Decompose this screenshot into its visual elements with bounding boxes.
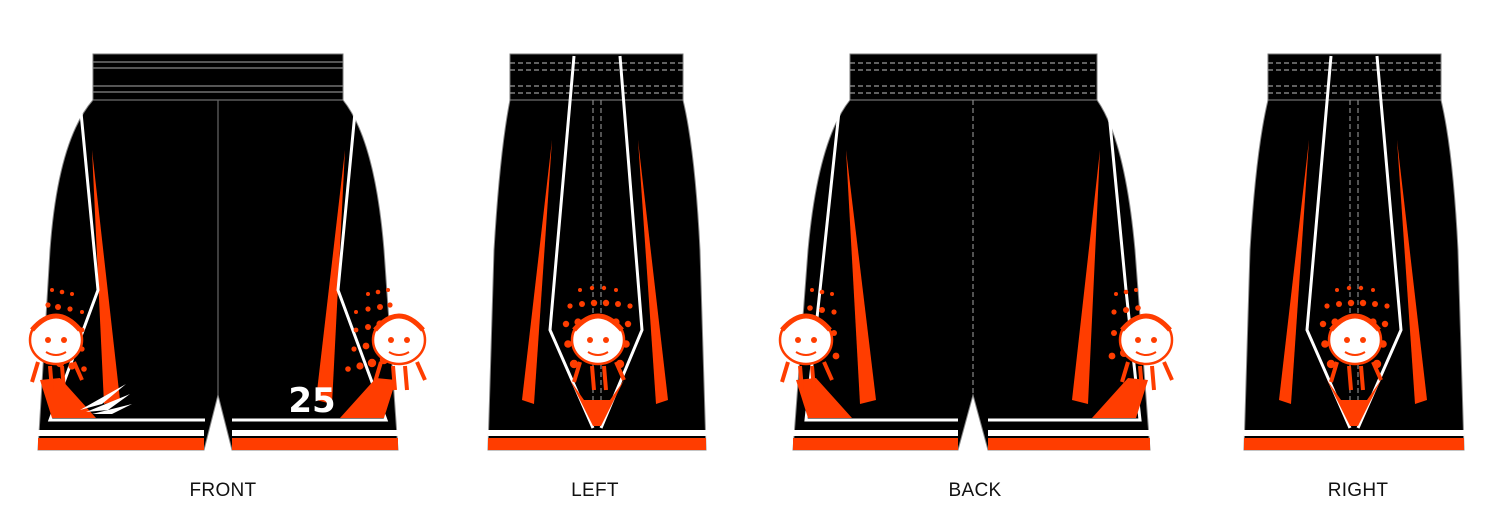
- view-label-left: LEFT: [571, 480, 619, 501]
- shorts-view-front: 25: [0, 0, 450, 470]
- mascot-icon: [371, 313, 427, 391]
- shorts-view-back: [760, 0, 1180, 470]
- hem-stripe: [38, 438, 204, 450]
- shorts-view-right: [1225, 0, 1475, 470]
- hem-stripe: [232, 438, 398, 450]
- mascot-icon: [1327, 313, 1383, 391]
- shorts-left-graphic: [487, 53, 707, 451]
- mascot-icon: [570, 313, 626, 391]
- mascot-icon: [778, 313, 834, 391]
- brand-logo-icon: [80, 384, 132, 414]
- mascot-icon: [1118, 313, 1174, 391]
- view-label-back: BACK: [948, 480, 1002, 501]
- waistband: [92, 53, 344, 101]
- shorts-view-left: [470, 0, 720, 470]
- shorts-front-graphic: 25: [28, 53, 427, 451]
- accent-stripe: [316, 150, 345, 404]
- jersey-number: 25: [288, 381, 335, 421]
- shorts-right-graphic: [1243, 53, 1465, 451]
- mascot-icon: [28, 313, 84, 391]
- view-label-front: FRONT: [189, 480, 257, 501]
- hem-stripe: [232, 430, 398, 436]
- shorts-back-graphic: [778, 53, 1174, 451]
- hem-stripe: [38, 430, 204, 436]
- view-label-right: RIGHT: [1327, 480, 1389, 501]
- accent-stripe: [92, 150, 120, 404]
